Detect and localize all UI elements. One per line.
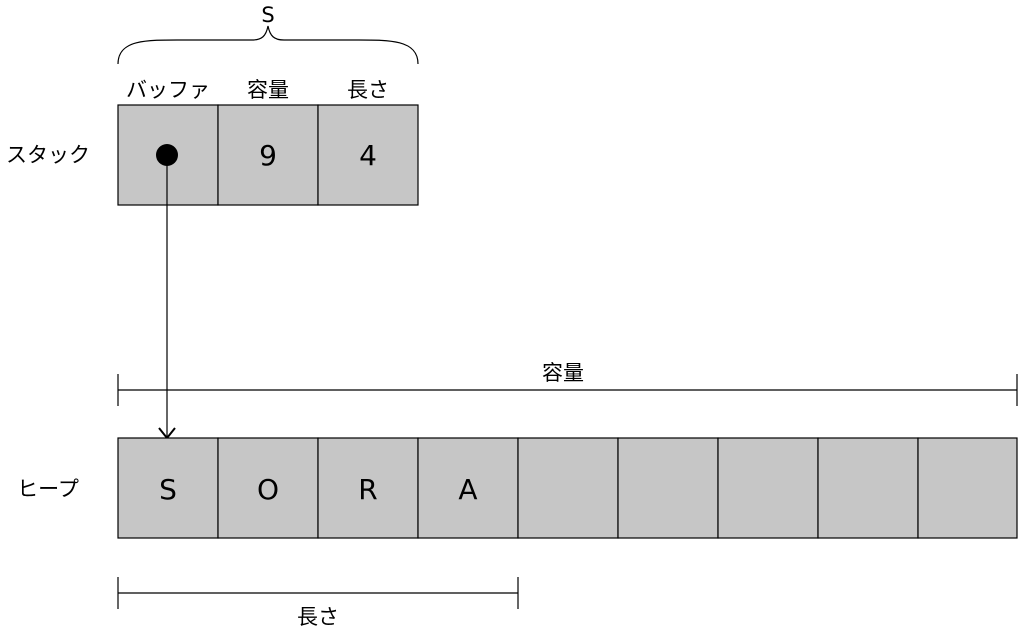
heap-cell (217, 437, 319, 539)
stack-cell-length (317, 104, 419, 206)
capacity-span-label: 容量 (542, 361, 584, 385)
heap-cell (817, 437, 919, 539)
heap-cell (517, 437, 619, 539)
heap-cell (117, 437, 219, 539)
heap-cell-char: O (257, 473, 279, 506)
stack-row-label: スタック (6, 143, 90, 167)
field-label-length: 長さ (347, 78, 389, 102)
field-label-capacity: 容量 (247, 78, 289, 102)
heap-cell-char: R (358, 473, 377, 506)
struct-brace-label: S (261, 3, 274, 27)
heap-cell-char: A (458, 473, 477, 506)
heap-cell (417, 437, 519, 539)
capacity-value: 9 (259, 139, 277, 172)
stack-cell-capacity (217, 104, 319, 206)
length-span-label: 長さ (297, 605, 339, 629)
struct-brace (117, 25, 419, 65)
heap-cell (617, 437, 719, 539)
heap-cell-char: S (159, 473, 177, 506)
length-value: 4 (359, 139, 377, 172)
field-label-buffer: バッファ (126, 78, 210, 102)
heap-row-label: ヒープ (17, 477, 79, 501)
heap-cell (917, 437, 1018, 539)
heap-cell (717, 437, 819, 539)
heap-cell (317, 437, 419, 539)
